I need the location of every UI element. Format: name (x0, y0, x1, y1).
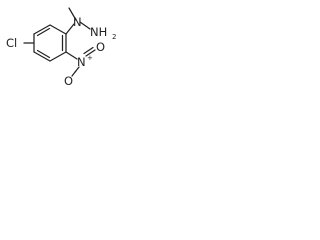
nitro-oxygen-right-bond-1 (85, 49, 96, 57)
hydrazine-subscript-label: 2 (112, 33, 116, 41)
nitro-oxygen-right-bond-2 (83, 46, 94, 55)
hydrazine-nitrogen-label: N (73, 15, 82, 29)
hydrazine-nn-bond (79, 21, 91, 30)
nitro-ring-bond (65, 51, 78, 60)
ring-bond-1 (33, 24, 51, 35)
ring-bond-5 (33, 51, 51, 62)
hydrazine-ring-bond (65, 23, 75, 35)
nitro-oxygen-right-label: O (96, 40, 105, 54)
nitro-minus-label: - (74, 68, 77, 76)
nitro-plus-label: + (87, 54, 93, 62)
nitro-oxygen-left-label: O (64, 74, 73, 88)
ring-bond-2 (49, 24, 67, 35)
ring-double-bond-1 (36, 27, 51, 37)
ring-double-bond-3 (36, 49, 51, 59)
benzene-ring (33, 24, 67, 62)
ring-bond-4 (49, 51, 67, 62)
structure-canvas: Cl N NH 2 N + O O - (0, 0, 120, 88)
nitro-nitrogen-label: N (77, 55, 86, 69)
methyl-bond (68, 7, 77, 21)
chlorine-label: Cl (6, 36, 17, 50)
nitro-oxygen-left-bond (71, 66, 80, 77)
chemical-structure: Cl N NH 2 N + O O - (6, 7, 116, 88)
hydrazine-terminal-label: NH (90, 25, 107, 39)
